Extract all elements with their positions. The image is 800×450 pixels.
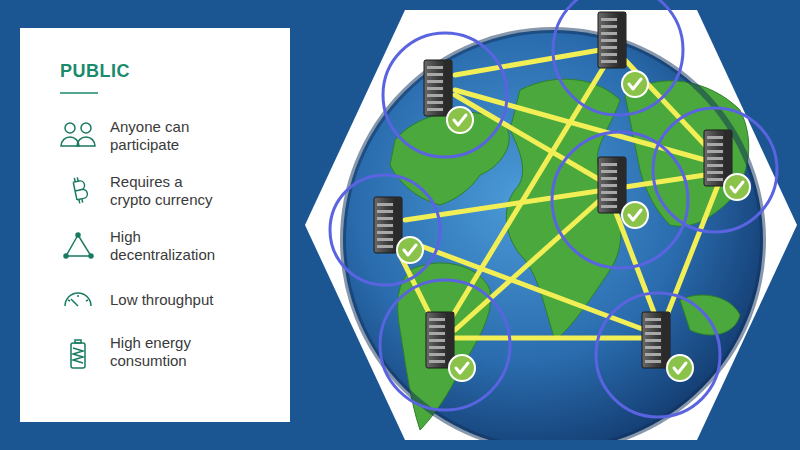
panel-title: PUBLIC [60, 61, 130, 83]
check [449, 355, 475, 381]
battery-cap [75, 340, 81, 343]
head [81, 123, 91, 133]
server [426, 312, 454, 368]
globe-rim [343, 30, 763, 450]
feature-icons [61, 123, 95, 368]
feature-text: Requires a crypto currency [110, 173, 224, 209]
check [622, 202, 648, 228]
node-circle [380, 280, 510, 410]
body [61, 137, 79, 146]
check [397, 237, 423, 263]
vertex-dot [76, 233, 80, 237]
gauge-needle [71, 299, 78, 306]
check [724, 174, 750, 200]
peer-link [455, 336, 645, 341]
node-circles [330, 0, 777, 417]
vertex-dot [89, 254, 93, 258]
battery-icon [71, 340, 85, 368]
node-circle [330, 175, 440, 285]
coin-icon [72, 176, 89, 204]
server [642, 312, 670, 368]
battery-body [71, 343, 85, 368]
feature-text: High energy consumtion [110, 334, 224, 370]
body [77, 137, 95, 146]
coin-glyph [73, 180, 88, 200]
gauge-ticks [68, 295, 88, 301]
triangle [66, 235, 91, 256]
battery-coil [73, 348, 83, 363]
globe-ocean [343, 30, 763, 450]
check [667, 355, 693, 381]
coin-strokes [74, 177, 82, 203]
feature-text: Anyone can participate [110, 118, 224, 154]
check-badges [397, 71, 750, 381]
gauge-icon [65, 293, 91, 306]
servers [374, 12, 732, 368]
node-circle [383, 33, 507, 157]
check [447, 107, 473, 133]
check [622, 71, 648, 97]
peer-link [665, 185, 718, 320]
network-icon [64, 233, 93, 258]
feature-text: Low throughput [110, 291, 224, 309]
head [65, 123, 75, 133]
server [424, 60, 452, 116]
feature-text: High decentralization [110, 228, 224, 264]
vertex-dot [64, 254, 68, 258]
feature-panel: PUBLIC Anyone can participateRequires a c… [20, 28, 290, 422]
node-circle [552, 132, 688, 268]
node-circle [653, 108, 777, 232]
title-underline [60, 92, 98, 94]
peer-link [455, 50, 600, 75]
server [598, 157, 626, 213]
people-icon [61, 123, 95, 146]
globe [343, 30, 763, 450]
server [598, 12, 626, 68]
node-circle [553, 0, 683, 115]
node-circle [596, 293, 720, 417]
panel-ground [20, 28, 290, 422]
gauge-arc [65, 293, 91, 306]
